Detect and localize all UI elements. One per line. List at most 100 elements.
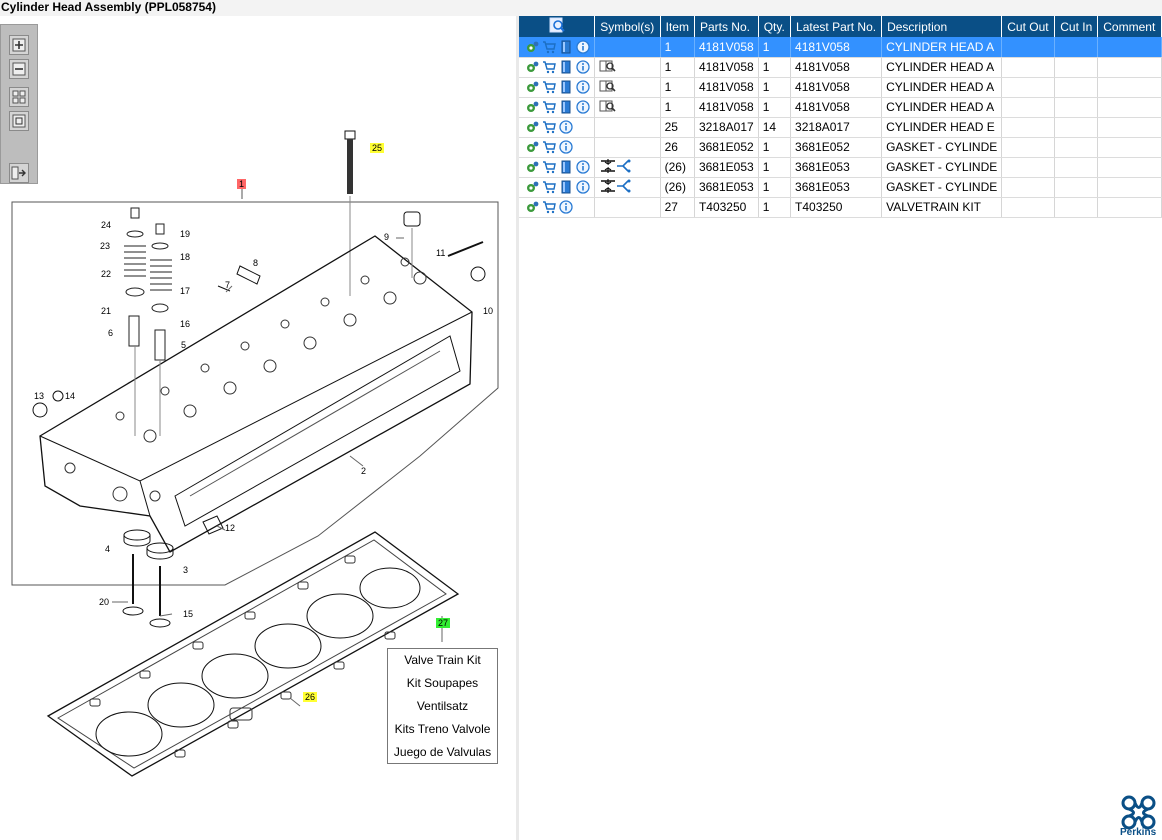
cart-icon[interactable]: [542, 200, 556, 214]
info-icon[interactable]: [559, 200, 573, 214]
magnify-book-icon[interactable]: [599, 99, 617, 113]
row-action-icons: [519, 177, 596, 198]
cart-icon[interactable]: [542, 140, 556, 154]
cart-icon[interactable]: [542, 120, 556, 134]
cell-cut-in: [1054, 137, 1099, 158]
part-label: 13: [34, 391, 44, 401]
cell-latest-part-no: 3681E053: [790, 177, 883, 198]
callout-kit[interactable]: 27: [436, 618, 451, 628]
column-header-description[interactable]: Description: [881, 16, 1003, 37]
column-header-parts-no[interactable]: Parts No.: [694, 16, 759, 37]
part-label: 15: [183, 609, 193, 619]
window-title: Cylinder Head Assembly (PPL058754): [1, 0, 216, 14]
gear-icon[interactable]: [525, 140, 539, 154]
column-header-latest-part-no[interactable]: Latest Part No.: [790, 16, 883, 37]
part-label: 14: [65, 391, 75, 401]
book-icon[interactable]: [559, 80, 573, 94]
export-icon: [11, 166, 26, 180]
pane-splitter[interactable]: [516, 16, 519, 840]
zoom-out-button[interactable]: [9, 59, 29, 79]
magnify-book-icon[interactable]: [599, 59, 617, 73]
column-header-tools[interactable]: [519, 16, 596, 37]
part-label: 22: [101, 269, 111, 279]
part-label: 20: [99, 597, 109, 607]
callout-assembly[interactable]: 1: [237, 179, 247, 189]
part-label: 9: [384, 232, 389, 242]
cart-icon[interactable]: [542, 80, 556, 94]
gear-icon[interactable]: [525, 80, 539, 94]
column-header-qty[interactable]: Qty.: [758, 16, 792, 37]
gear-icon[interactable]: [525, 120, 539, 134]
book-icon[interactable]: [559, 100, 573, 114]
info-icon[interactable]: [576, 40, 590, 54]
info-icon[interactable]: [576, 180, 590, 194]
cell-cut-in: [1054, 37, 1099, 58]
book-icon[interactable]: [559, 160, 573, 174]
info-icon[interactable]: [576, 60, 590, 74]
cell-cut-in: [1054, 77, 1099, 98]
magnify-book-icon[interactable]: [599, 79, 617, 93]
book-icon[interactable]: [559, 180, 573, 194]
column-header-comment[interactable]: Comment: [1097, 16, 1162, 37]
column-header-symbols[interactable]: Symbol(s): [594, 16, 661, 37]
gear-icon[interactable]: [525, 60, 539, 74]
fit-all-button[interactable]: [9, 87, 29, 107]
row-action-icons: [519, 197, 596, 218]
info-icon[interactable]: [576, 160, 590, 174]
gear-icon[interactable]: [525, 100, 539, 114]
part-label: 5: [181, 340, 186, 350]
gear-icon[interactable]: [525, 180, 539, 194]
info-icon[interactable]: [576, 80, 590, 94]
book-icon[interactable]: [559, 40, 573, 54]
gear-icon[interactable]: [525, 40, 539, 54]
cell-description: CYLINDER HEAD E: [881, 117, 1003, 138]
cell-symbols: [594, 117, 661, 138]
gear-icon[interactable]: [525, 160, 539, 174]
book-icon[interactable]: [559, 60, 573, 74]
kit-line-es: Juego de Valvulas: [393, 745, 492, 759]
column-header-item[interactable]: Item: [660, 16, 695, 37]
diagram-pane[interactable]: 24 23 22 21 6 19 18 17 16 5 9 8 7 11 10 …: [0, 16, 516, 840]
column-header-cut-in[interactable]: Cut In: [1054, 16, 1099, 37]
supersession-icon[interactable]: [599, 158, 633, 174]
callout-bolt[interactable]: 25: [370, 143, 385, 153]
cart-icon[interactable]: [542, 180, 556, 194]
search-parts-icon[interactable]: [549, 17, 565, 33]
kit-line-fr: Kit Soupapes: [406, 676, 479, 690]
callout-gasket[interactable]: 26: [303, 692, 318, 702]
cell-item: 1: [660, 57, 695, 78]
row-action-icons: [519, 137, 596, 158]
supersession-icon[interactable]: [599, 178, 633, 194]
info-icon[interactable]: [576, 100, 590, 114]
cart-icon[interactable]: [542, 100, 556, 114]
kit-line-de: Ventilsatz: [416, 699, 469, 713]
cell-qty: 1: [758, 97, 792, 118]
fit-window-button[interactable]: [9, 111, 29, 131]
zoom-in-button[interactable]: [9, 35, 29, 55]
row-action-icons: [519, 37, 596, 58]
info-icon[interactable]: [559, 140, 573, 154]
cell-comment: [1097, 97, 1162, 118]
cart-icon[interactable]: [542, 60, 556, 74]
cell-cut-in: [1054, 197, 1099, 218]
kit-line-it: Kits Treno Valvole: [394, 722, 491, 736]
gear-icon[interactable]: [525, 200, 539, 214]
cart-icon[interactable]: [542, 160, 556, 174]
valve-train-kit-box: Valve Train Kit Kit Soupapes Ventilsatz …: [387, 648, 498, 764]
cart-icon[interactable]: [542, 40, 556, 54]
info-icon[interactable]: [559, 120, 573, 134]
cell-item: 27: [660, 197, 695, 218]
column-header-cut-out[interactable]: Cut Out: [1001, 16, 1056, 37]
part-label: 4: [105, 544, 110, 554]
export-button[interactable]: [9, 163, 29, 183]
cell-cut-out: [1001, 77, 1056, 98]
